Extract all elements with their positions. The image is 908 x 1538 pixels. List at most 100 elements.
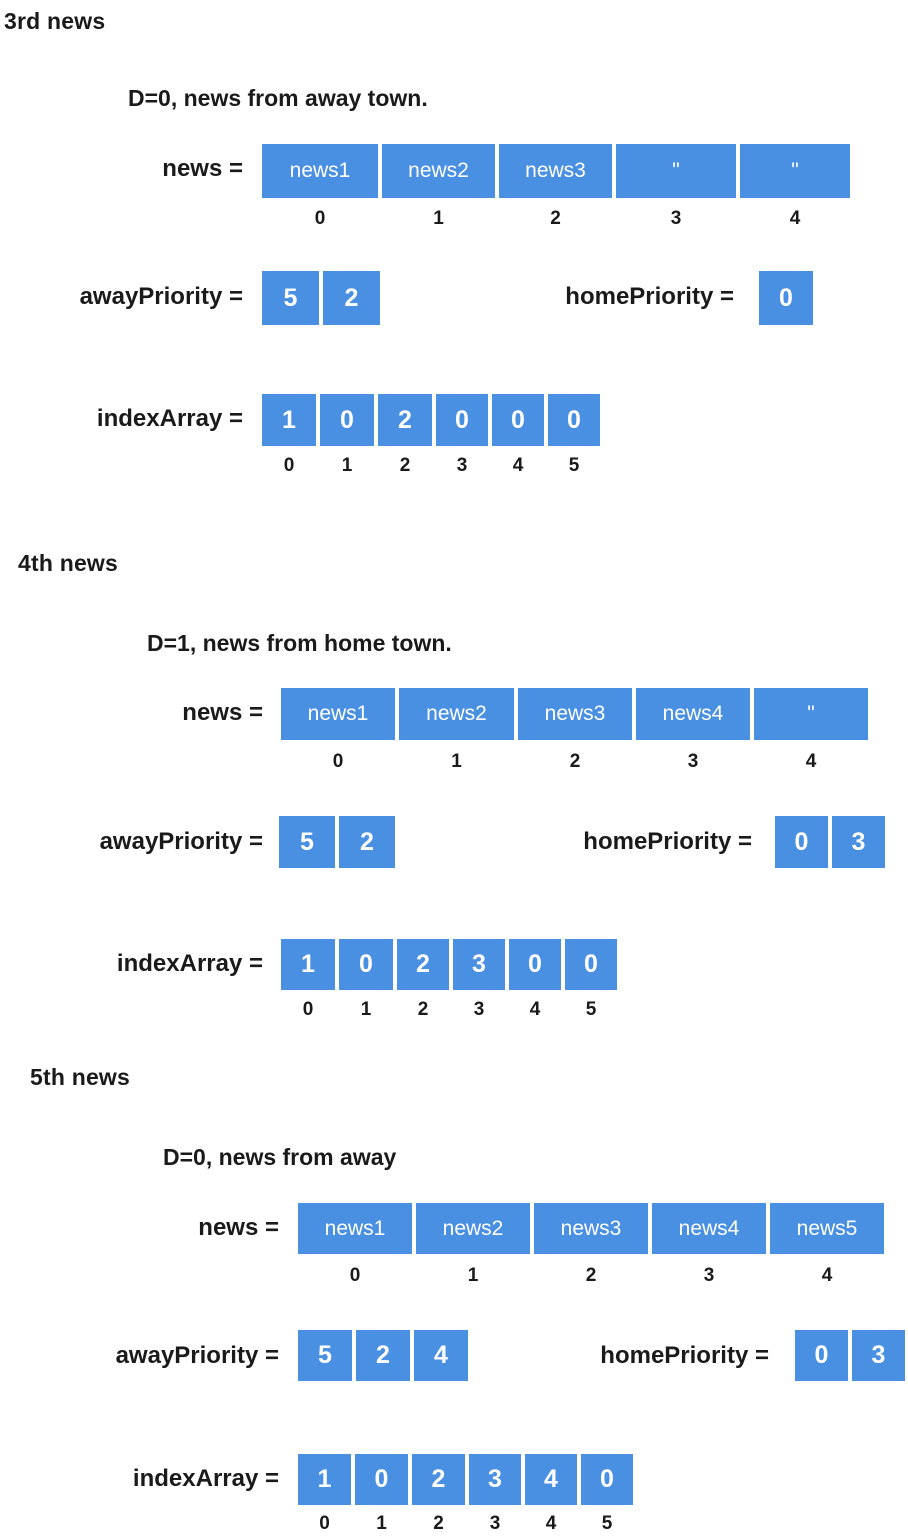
section-title-3rd-news: 3rd news: [4, 8, 106, 34]
index-array-cell: 3: [467, 1452, 523, 1507]
home-priority-cell: 3: [830, 814, 887, 870]
index-array-index-row-4th: 0 1 2 3 4 5: [279, 999, 619, 1021]
index-array-cell: 1: [260, 392, 318, 448]
index-array-cell: 3: [451, 937, 507, 992]
news-array-4th: news1 news2 news3 news4 ": [279, 686, 870, 742]
index-label: 1: [467, 1265, 479, 1286]
index-array-cell: 2: [410, 1452, 467, 1507]
index-label: 2: [399, 455, 411, 476]
index-label: 1: [433, 208, 444, 229]
news-cell: news4: [650, 1201, 768, 1256]
home-priority-cell: 0: [757, 269, 815, 327]
index-label: 3: [703, 1265, 715, 1286]
index-array-cell: 0: [434, 392, 490, 448]
index-label: 0: [302, 999, 314, 1020]
index-array-cell: 0: [546, 392, 602, 448]
news-cell: ": [614, 142, 738, 200]
section-caption-5th-news: D=0, news from away: [163, 1144, 397, 1170]
index-array-label-4th: indexArray =: [116, 950, 263, 977]
index-array-cell: 1: [296, 1452, 353, 1507]
index-label: 0: [319, 1513, 330, 1534]
away-priority-cell: 5: [260, 269, 321, 327]
index-label: 3: [473, 999, 485, 1020]
news-label-4th: news =: [182, 699, 263, 726]
index-array-cell: 0: [507, 937, 563, 992]
index-label: 3: [670, 208, 682, 229]
news-index-row-3rd: 0 1 2 3 4: [260, 208, 852, 230]
news-cell: ": [738, 142, 852, 200]
index-label: 3: [456, 455, 468, 476]
away-priority-cell: 5: [277, 814, 337, 870]
index-label: 5: [585, 999, 597, 1020]
index-label: 3: [489, 1513, 501, 1534]
index-array-index-row-5th: 0 1 2 3 4 5: [296, 1513, 635, 1535]
news-array-5th: news1 news2 news3 news4 news5: [296, 1201, 886, 1256]
index-label: 2: [417, 999, 429, 1020]
away-priority-label-3rd: awayPriority =: [79, 283, 243, 310]
index-label: 2: [433, 1513, 444, 1534]
index-array-4th: 1 0 2 3 0 0: [279, 937, 619, 992]
home-priority-label-5th: homePriority =: [600, 1342, 769, 1369]
away-priority-cell: 5: [296, 1328, 354, 1383]
news-cell: news3: [497, 142, 614, 200]
news-cell: ": [752, 686, 870, 742]
index-array-5th: 1 0 2 3 4 0: [296, 1452, 635, 1507]
home-priority-cell: 0: [773, 814, 830, 870]
away-priority-cell: 4: [412, 1328, 470, 1383]
index-array-cell: 4: [523, 1452, 579, 1507]
home-priority-array-3rd: 0: [757, 269, 815, 327]
index-label: 4: [512, 455, 524, 476]
away-priority-array-4th: 5 2: [277, 814, 397, 870]
index-label: 4: [789, 208, 801, 229]
news-cell: news2: [414, 1201, 532, 1256]
index-label: 4: [805, 751, 817, 772]
news-cell: news1: [279, 686, 397, 742]
home-priority-cell: 0: [793, 1328, 850, 1383]
news-index-row-4th: 0 1 2 3 4: [279, 751, 870, 773]
index-label: 4: [545, 1513, 557, 1534]
index-array-cell: 0: [337, 937, 395, 992]
index-array-cell: 0: [318, 392, 376, 448]
news-cell: news2: [380, 142, 497, 200]
news-array-3rd: news1 news2 news3 " ": [260, 142, 852, 200]
away-priority-label-4th: awayPriority =: [99, 828, 263, 855]
index-label: 2: [550, 208, 561, 229]
news-cell: news4: [634, 686, 752, 742]
index-array-label-5th: indexArray =: [132, 1465, 279, 1492]
index-label: 3: [687, 751, 699, 772]
away-priority-cell: 2: [321, 269, 382, 327]
index-array-cell: 1: [279, 937, 337, 992]
index-label: 1: [376, 1513, 387, 1534]
index-array-index-row-3rd: 0 1 2 3 4 5: [260, 455, 602, 477]
home-priority-array-4th: 0 3: [773, 814, 887, 870]
away-priority-cell: 2: [337, 814, 397, 870]
index-array-cell: 0: [353, 1452, 410, 1507]
news-cell: news1: [260, 142, 380, 200]
news-cell: news5: [768, 1201, 886, 1256]
away-priority-array-5th: 5 2 4: [296, 1328, 470, 1383]
section-title-4th-news: 4th news: [18, 550, 119, 576]
news-cell: news3: [516, 686, 634, 742]
index-label: 1: [341, 455, 353, 476]
news-cell: news2: [397, 686, 516, 742]
index-label: 2: [569, 751, 581, 772]
index-array-cell: 0: [579, 1452, 635, 1507]
index-label: 5: [601, 1513, 613, 1534]
index-label: 4: [821, 1265, 833, 1286]
home-priority-label-3rd: homePriority =: [565, 283, 734, 310]
news-cell: news3: [532, 1201, 650, 1256]
section-caption-4th-news: D=1, news from home town.: [147, 630, 452, 656]
news-cell: news1: [296, 1201, 414, 1256]
news-label-5th: news =: [198, 1214, 279, 1241]
index-label: 0: [314, 208, 326, 229]
index-array-label-3rd: indexArray =: [96, 405, 243, 432]
index-array-cell: 2: [376, 392, 434, 448]
away-priority-label-5th: awayPriority =: [115, 1342, 279, 1369]
index-label: 5: [568, 455, 580, 476]
index-label: 1: [360, 999, 372, 1020]
index-label: 0: [332, 751, 344, 772]
index-label: 0: [349, 1265, 361, 1286]
index-array-3rd: 1 0 2 0 0 0: [260, 392, 602, 448]
away-priority-array-3rd: 5 2: [260, 269, 382, 327]
home-priority-array-5th: 0 3: [793, 1328, 907, 1383]
